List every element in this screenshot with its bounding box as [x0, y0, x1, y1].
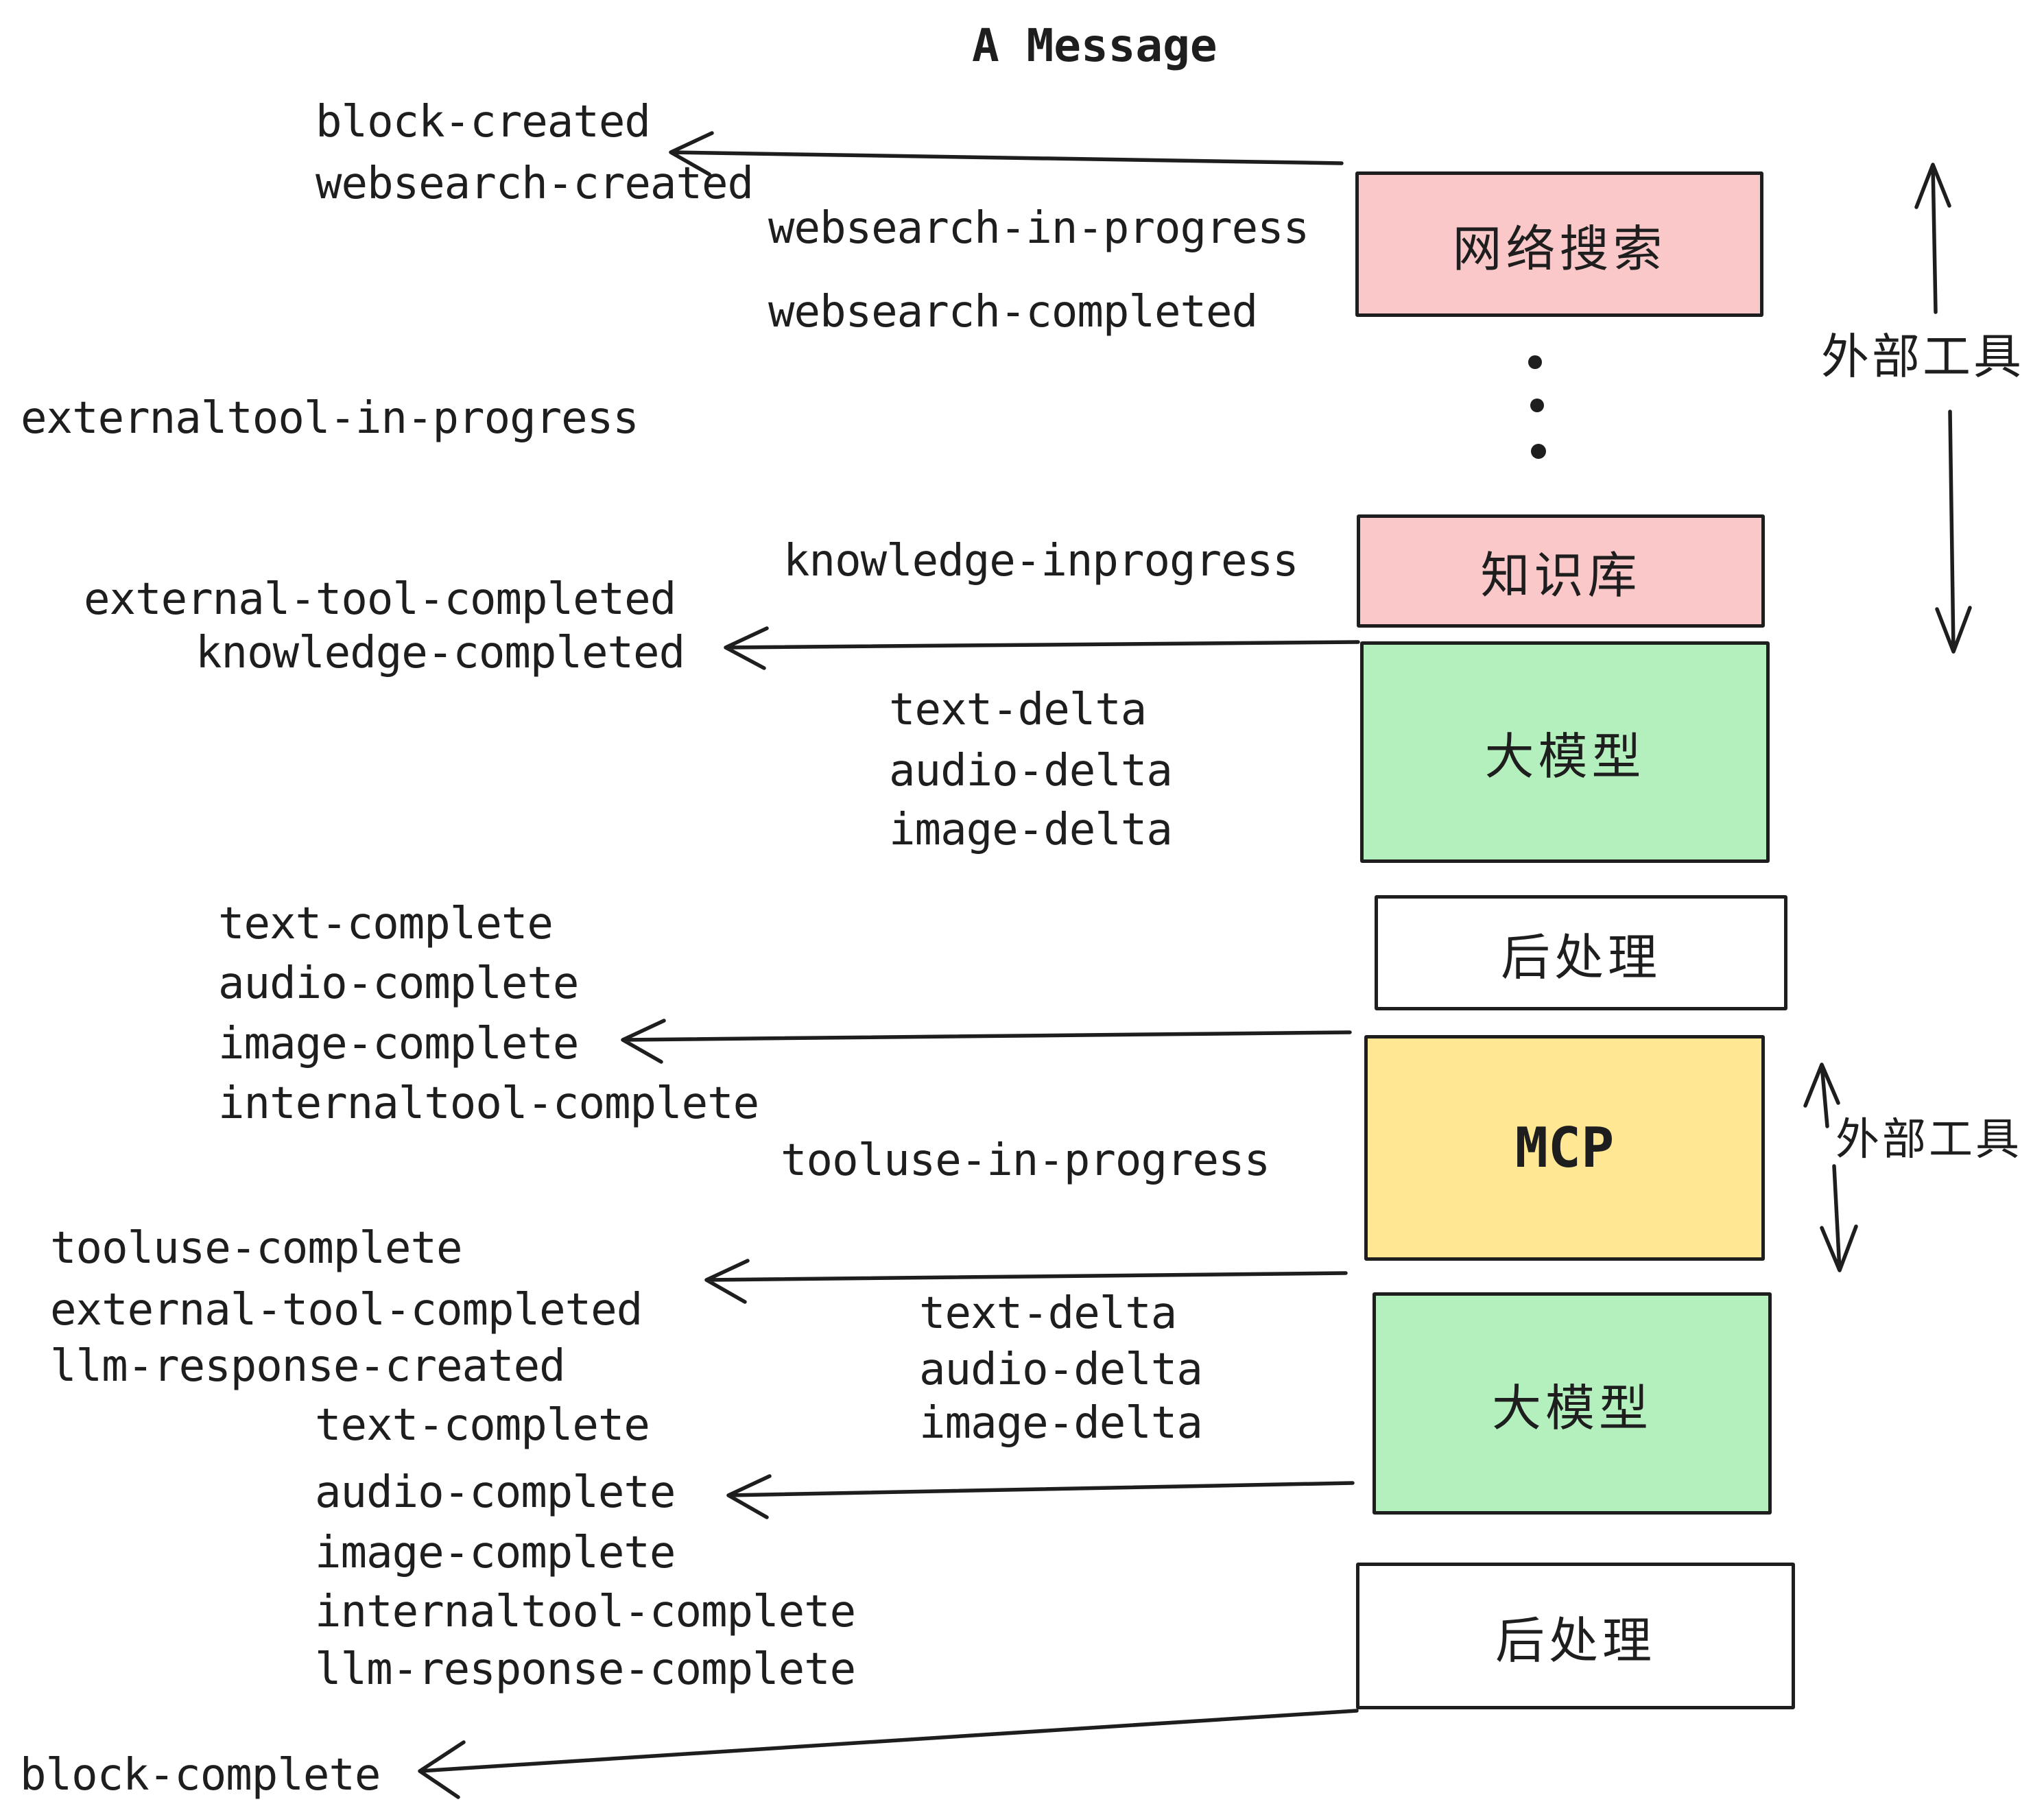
event-image-complete-1: image-complete — [218, 1019, 579, 1069]
diagram-title: A Message — [972, 19, 1217, 72]
event-tooluse-in-progress: tooluse-in-progress — [781, 1135, 1270, 1186]
event-websearch-completed: websearch-completed — [768, 287, 1258, 337]
event-text-complete-2: text-complete — [315, 1400, 650, 1451]
box-post-process-2-label: 后处理 — [1495, 1611, 1656, 1670]
event-knowledge-inprogress: knowledge-inprogress — [783, 536, 1299, 586]
event-llm-response-complete: llm-response-complete — [315, 1644, 856, 1695]
event-audio-delta-2: audio-delta — [919, 1344, 1203, 1395]
event-audio-complete-1: audio-complete — [218, 958, 579, 1009]
event-image-delta-2: image-delta — [919, 1398, 1203, 1449]
box-post-process-1-label: 后处理 — [1500, 928, 1661, 986]
box-post-process-2: 后处理 — [1356, 1563, 1795, 1709]
arrow-up-external-tools-top-icon — [1914, 163, 1951, 314]
event-internaltool-complete-1: internaltool-complete — [218, 1078, 759, 1129]
vertical-ellipsis-icon — [1528, 355, 1546, 459]
box-mcp: MCP — [1364, 1035, 1765, 1261]
box-llm-1-label: 大模型 — [1484, 728, 1645, 785]
arrow-down-external-tools-mcp-icon — [1820, 1164, 1858, 1272]
event-websearch-in-progress: websearch-in-progress — [768, 203, 1309, 254]
arrow-left-to-block-created-icon — [669, 131, 1344, 176]
event-block-complete: block-complete — [20, 1750, 381, 1801]
box-llm-2: 大模型 — [1372, 1292, 1772, 1515]
event-websearch-created: websearch-created — [316, 158, 754, 209]
event-external-tool-completed-2: external-tool-completed — [50, 1285, 643, 1336]
event-tooluse-complete: tooluse-complete — [50, 1223, 462, 1274]
event-audio-complete-2: audio-complete — [315, 1467, 676, 1518]
box-knowledge-base: 知识库 — [1357, 514, 1765, 628]
arrow-left-to-block-complete-icon — [418, 1709, 1359, 1799]
event-image-complete-2: image-complete — [315, 1528, 676, 1578]
external-tools-label-top: 外部工具 — [1821, 329, 2024, 385]
box-post-process-1: 后处理 — [1375, 895, 1787, 1010]
event-audio-delta-1: audio-delta — [889, 746, 1173, 796]
event-external-tool-completed: external-tool-completed — [84, 574, 676, 625]
event-llm-response-created: llm-response-created — [50, 1341, 566, 1392]
box-llm-2-label: 大模型 — [1491, 1379, 1652, 1437]
event-image-delta-1: image-delta — [889, 805, 1173, 855]
arrow-left-to-image-complete-icon — [621, 1019, 1352, 1064]
external-tools-label-mcp: 外部工具 — [1835, 1115, 2022, 1165]
arrow-down-external-tools-top-icon — [1935, 410, 1972, 654]
arrow-left-to-audio-complete-icon — [726, 1474, 1355, 1519]
event-text-delta-1: text-delta — [889, 685, 1147, 735]
event-text-delta-2: text-delta — [919, 1288, 1177, 1339]
event-externaltool-in-progress: externaltool-in-progress — [21, 393, 639, 444]
arrow-up-external-tools-mcp-icon — [1803, 1063, 1840, 1128]
arrow-left-to-knowledge-completed-icon — [724, 626, 1360, 670]
event-knowledge-completed: knowledge-completed — [195, 628, 685, 678]
box-knowledge-base-label: 知识库 — [1480, 547, 1641, 604]
event-text-complete-1: text-complete — [218, 899, 554, 949]
box-mcp-label: MCP — [1514, 1116, 1615, 1180]
box-web-search: 网络搜索 — [1355, 171, 1763, 317]
box-web-search-label: 网络搜索 — [1452, 219, 1667, 278]
event-block-created: block-created — [316, 97, 651, 147]
event-internaltool-complete-2: internaltool-complete — [315, 1587, 856, 1637]
box-llm-1: 大模型 — [1360, 641, 1770, 863]
